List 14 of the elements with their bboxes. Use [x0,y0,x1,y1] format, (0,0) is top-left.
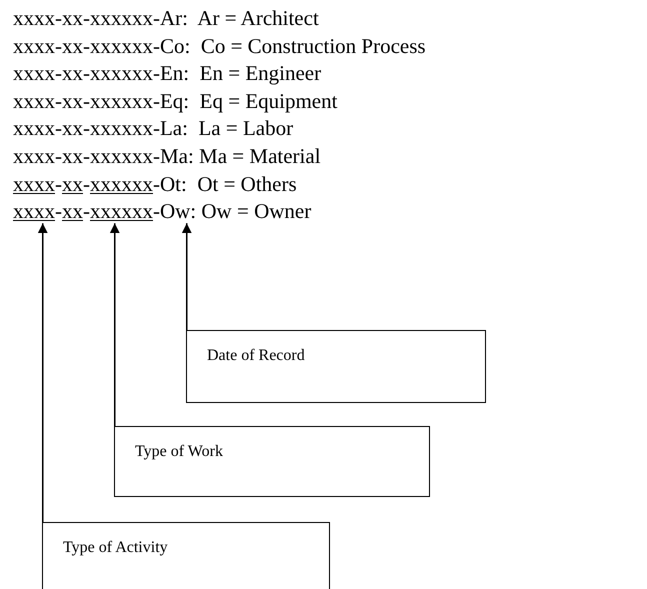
code-line: xxxx-xx-xxxxxx-En: En = Engineer [13,61,322,86]
leader-line [110,223,120,426]
code-line: xxxx-xx-xxxxxx-Co: Co = Construction Process [13,34,426,58]
code-line: xxxx-xx-xxxxxx-Ot: Ot = Others [13,172,297,196]
label-box: Type of Activity [42,522,330,589]
code-line: xxxx-xx-xxxxxx-Ar: Ar = Architect [13,6,319,30]
leader-line [38,223,48,522]
code-line: xxxx-xx-xxxxxx-La: La = Labor [13,116,294,140]
code-line: xxxx-xx-xxxxxx-Eq: Eq = Equipment [13,88,338,113]
code-line: xxxx-xx-xxxxxx-Ow: Ow = Owner [13,199,312,224]
code-line: xxxx-xx-xxxxxx-Ma: Ma = Material [13,144,321,168]
label-box: Type of Work [114,426,430,497]
leader-line [182,223,192,330]
label-box: Date of Record [186,330,486,403]
